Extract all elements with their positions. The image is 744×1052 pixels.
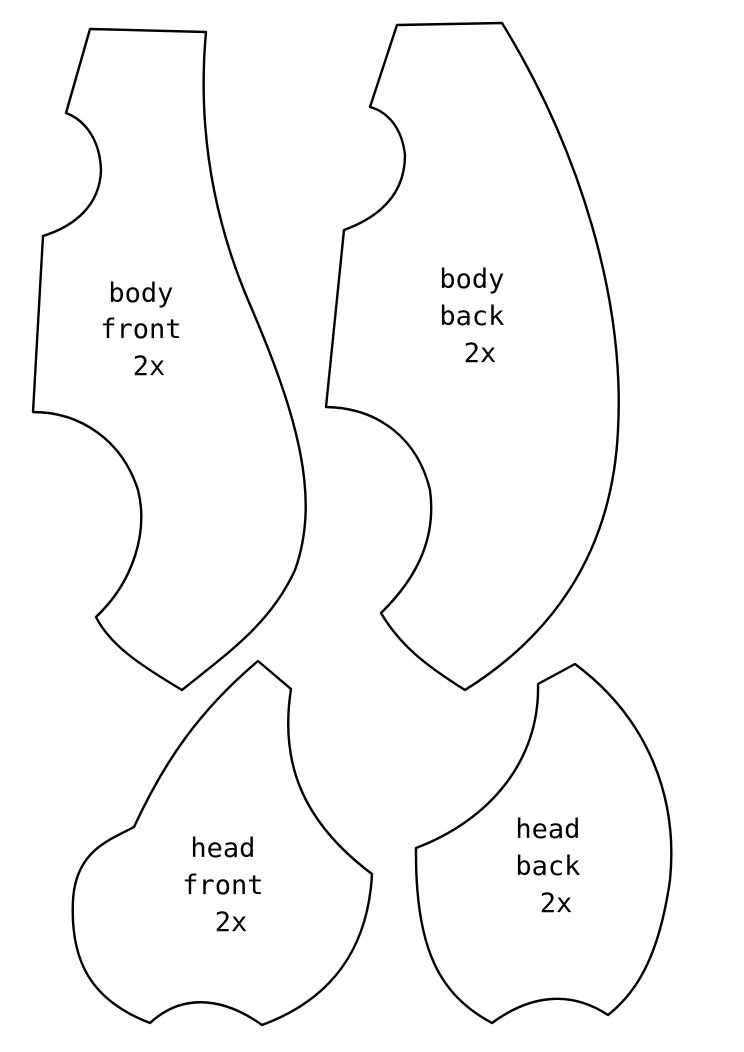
head-back-label: head back 2x [515,814,596,919]
head-front-outline [71,659,374,1027]
body-back-label-line-2: back [439,301,504,332]
head-back-label-line-2: back [515,851,580,882]
head-back-piece: head back 2x [414,662,673,1025]
head-front-label-line-2: front [182,870,263,901]
body-front-label: body front 2x [100,278,198,382]
head-front-label-line-3: 2x [215,907,248,938]
body-front-piece: body front 2x [31,27,307,692]
body-back-outline [324,21,620,692]
body-back-label-line-3: 2x [464,338,497,369]
body-front-label-line-1: body [108,278,173,309]
body-front-label-line-3: 2x [133,351,166,382]
body-front-outline [31,27,307,692]
head-front-label-line-1: head [190,833,255,864]
head-front-piece: head front 2x [71,659,374,1027]
body-back-label: body back 2x [439,264,520,369]
body-front-label-line-2: front [100,314,181,345]
head-back-label-line-3: 2x [540,888,573,919]
body-back-piece: body back 2x [324,21,620,692]
body-back-label-line-1: body [439,264,504,295]
head-back-outline [414,662,673,1025]
head-front-label: head front 2x [182,833,280,938]
head-back-label-line-1: head [515,814,580,845]
